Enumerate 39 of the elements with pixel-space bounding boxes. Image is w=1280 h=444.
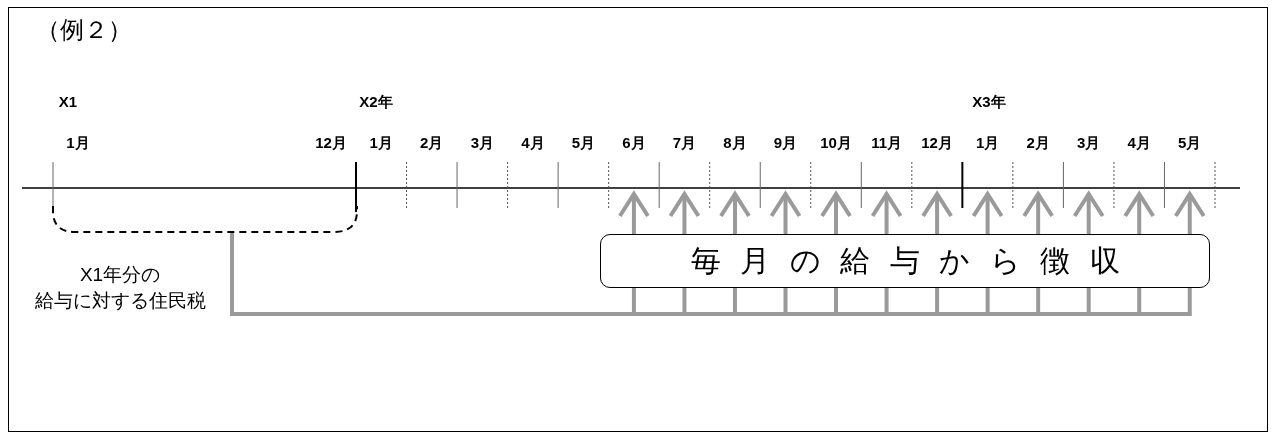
month-label: 1月 <box>66 134 90 152</box>
year-label: X2年 <box>359 93 393 111</box>
month-label: 3月 <box>470 134 494 152</box>
month-label: 12月 <box>315 134 347 152</box>
rounded-box <box>600 234 1210 288</box>
arrow <box>1072 192 1105 234</box>
year-label: X3年 <box>972 93 1006 111</box>
month-label: 1月 <box>369 134 393 152</box>
arrow <box>719 192 751 234</box>
month-label: 2月 <box>1026 134 1050 152</box>
month-label: 11月 <box>871 134 902 152</box>
arrow <box>769 192 802 234</box>
arrow <box>921 192 954 234</box>
box-label: 毎月の給与から徴収 <box>689 243 1139 279</box>
month-label: 4月 <box>1127 134 1151 152</box>
arrow <box>668 192 701 234</box>
year-label: X1 <box>58 93 78 111</box>
figure-title: （例２） <box>36 16 132 45</box>
month-label: 5月 <box>571 134 596 152</box>
month-label: 6月 <box>622 134 646 152</box>
bracket-caption: X1年分の給与に対する住民税 <box>33 263 207 313</box>
arrow <box>1022 192 1055 234</box>
month-label: 9月 <box>773 134 798 152</box>
month-label: 8月 <box>723 134 747 152</box>
arrow <box>971 192 1004 234</box>
month-label: 7月 <box>672 134 697 152</box>
month-label: 3月 <box>1077 134 1101 152</box>
month-label: 10月 <box>820 134 852 152</box>
arrow <box>870 192 903 234</box>
month-label: 1月 <box>975 134 1000 152</box>
arrow <box>617 192 650 234</box>
arrow <box>1123 192 1156 234</box>
month-label: 2月 <box>420 134 444 152</box>
month-label: 4月 <box>521 134 545 152</box>
month-label: 5月 <box>1178 134 1202 152</box>
dashed-bracket <box>52 206 358 233</box>
arrow <box>1173 192 1206 234</box>
month-label: 12月 <box>921 134 953 152</box>
arrow <box>820 192 853 234</box>
